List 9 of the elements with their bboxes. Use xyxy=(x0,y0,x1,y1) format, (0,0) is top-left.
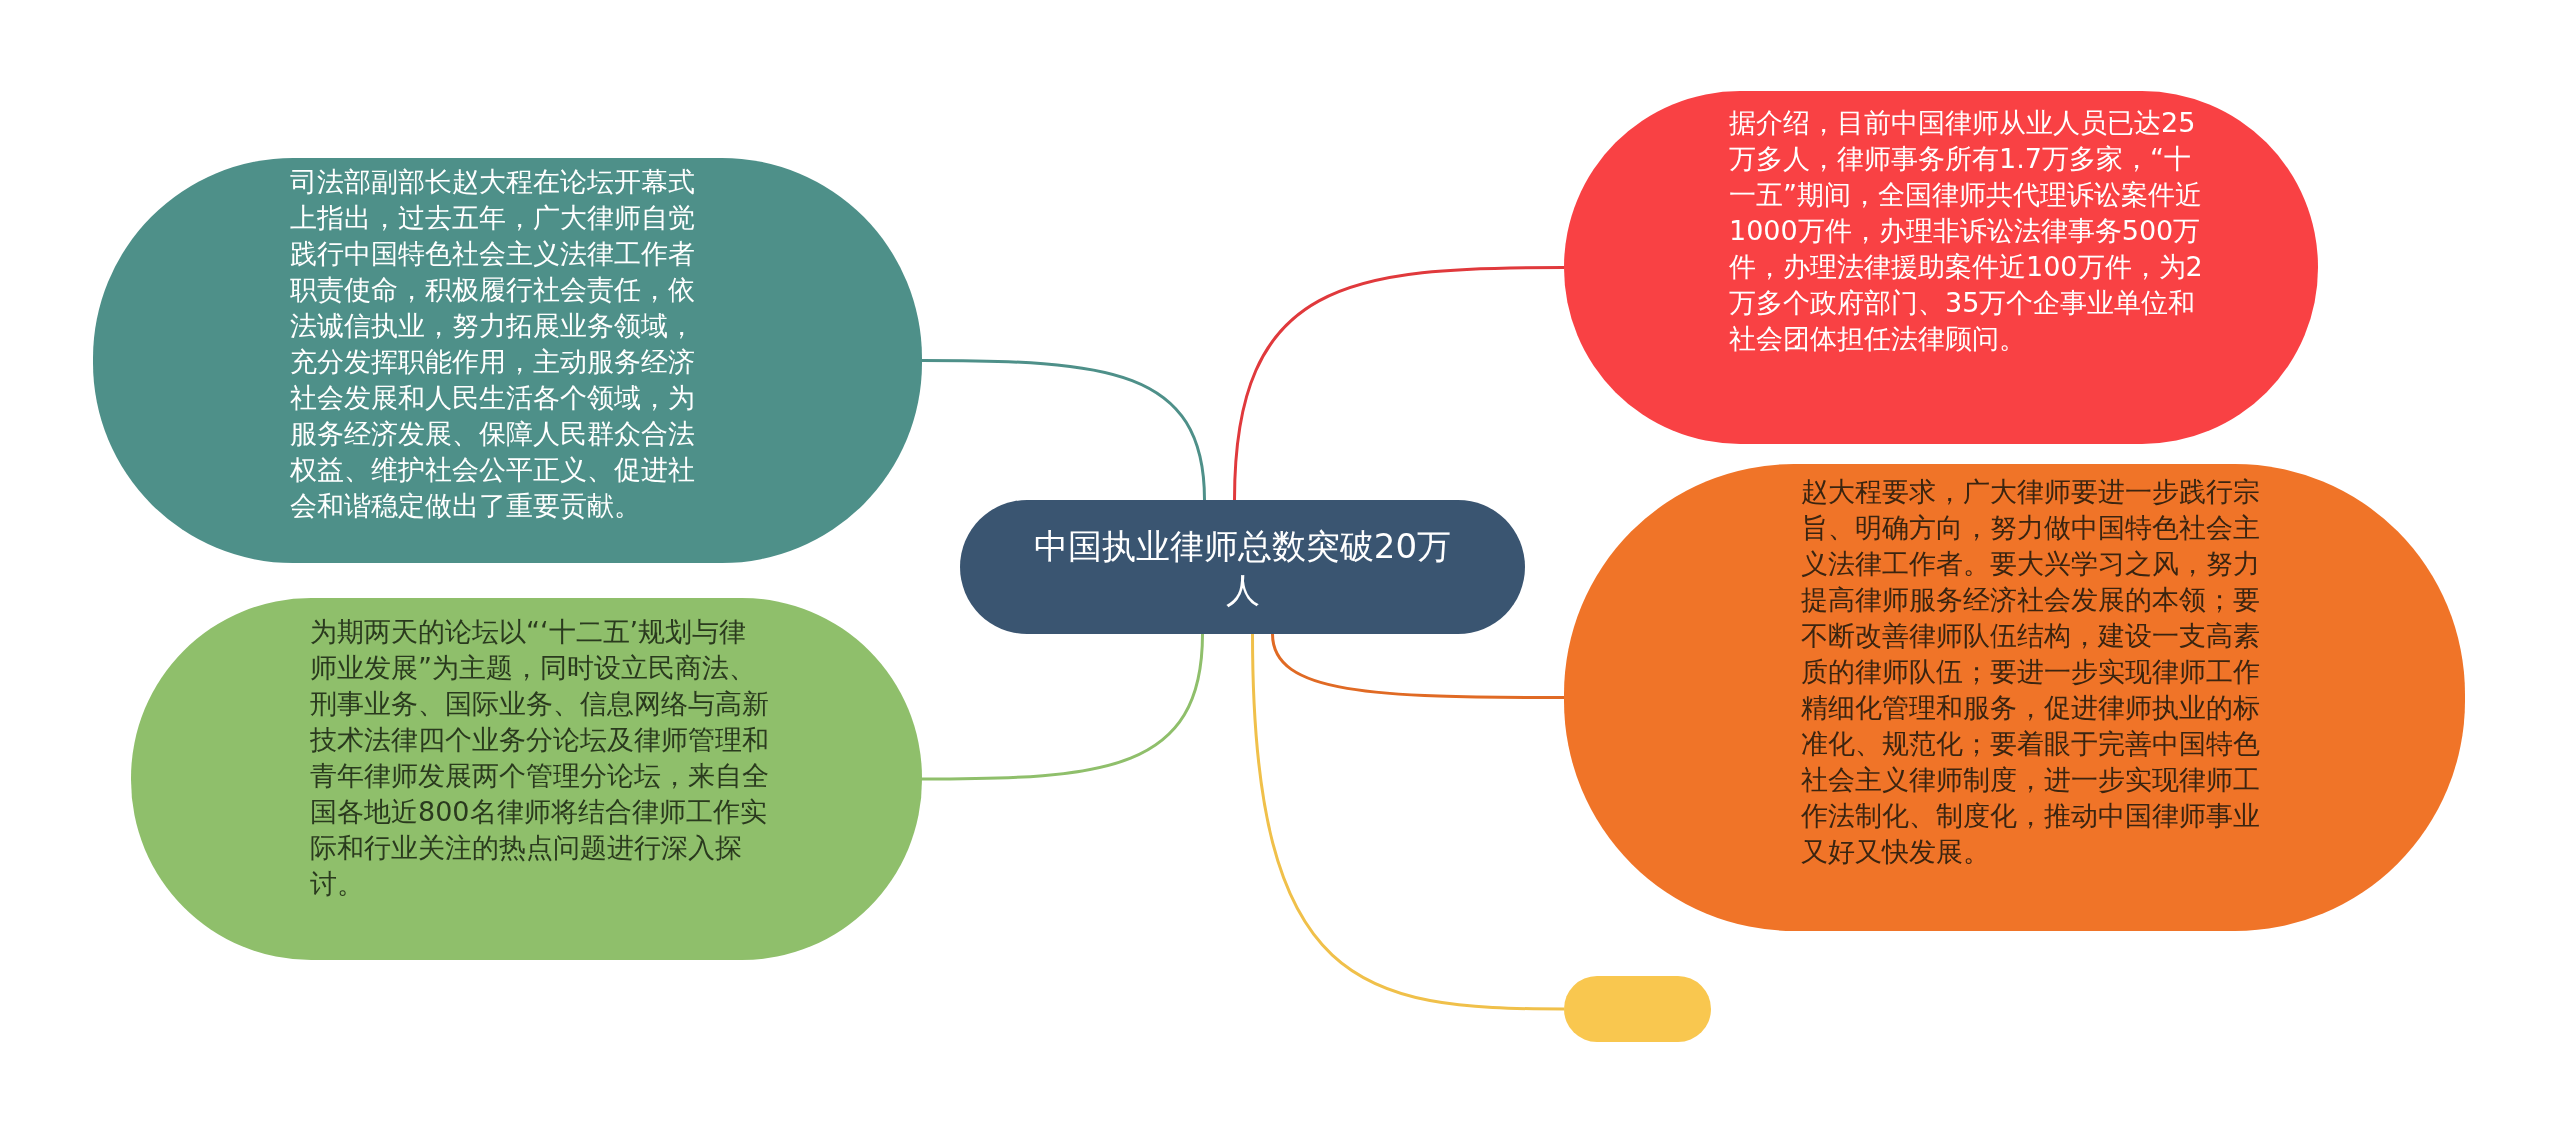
connector-line xyxy=(922,359,1206,501)
topic-text: 赵大程要求，广大律师要进一步践行宗旨、明确方向，努力做中国特色社会主义法律工作者。要大兴学习之风，努力提高律师服务经济社会发展的本领；要不断改善律师队伍结构，建设一支高素质的律师队伍；要进一步实现律师工作精细化管理和服务，促进律师执业的标准化、规范化；要着眼于完善中国特色社会主义律师制度，进一步实现律师工作法制化、制度化，推动中国律师事业又好又快发展。 xyxy=(1801,475,2261,869)
connector-line xyxy=(1233,266,1564,501)
topic-text: 司法部副部长赵大程在论坛开幕式上指出，过去五年，广大律师自觉践行中国特色社会主义法律工作者职责使命，积极履行社会责任，依法诚信执业，努力拓展业务领域，充分发挥职能作用，主动服务经济社会发展和人民生活各个领域，为服务经济发展、保障人民群众合法权益、维护社会公平正义、促进社会和谐稳定做出了重要贡献。 xyxy=(290,165,696,523)
topic-title: 中国执业律师总数突破20万人 xyxy=(1032,525,1453,612)
topic-text: 为期两天的论坛以“‘十二五’规划与律师业发展”为主题，同时设立民商法、刑事业务、国际业务、信息网络与高新技术法律四个业务分论坛及律师管理和青年律师发展两个管理分论坛，来自全国各地近800名律师将结合律师工作实际和行业关注的热点问题进行深入探讨。 xyxy=(310,615,770,901)
connector-line xyxy=(922,633,1204,781)
topic-text: 据介绍，目前中国律师从业人员已达25万多人，律师事务所有1.7万多家，“十一五”期间，全国律师共代理诉讼案件近1000万件，办理非诉讼法律事务500万件，办理法律援助案件近100万件，为2万多个政府部门、35万个企事业单位和社会团体担任法律顾问。 xyxy=(1729,106,2204,356)
connector-line xyxy=(1271,633,1564,699)
